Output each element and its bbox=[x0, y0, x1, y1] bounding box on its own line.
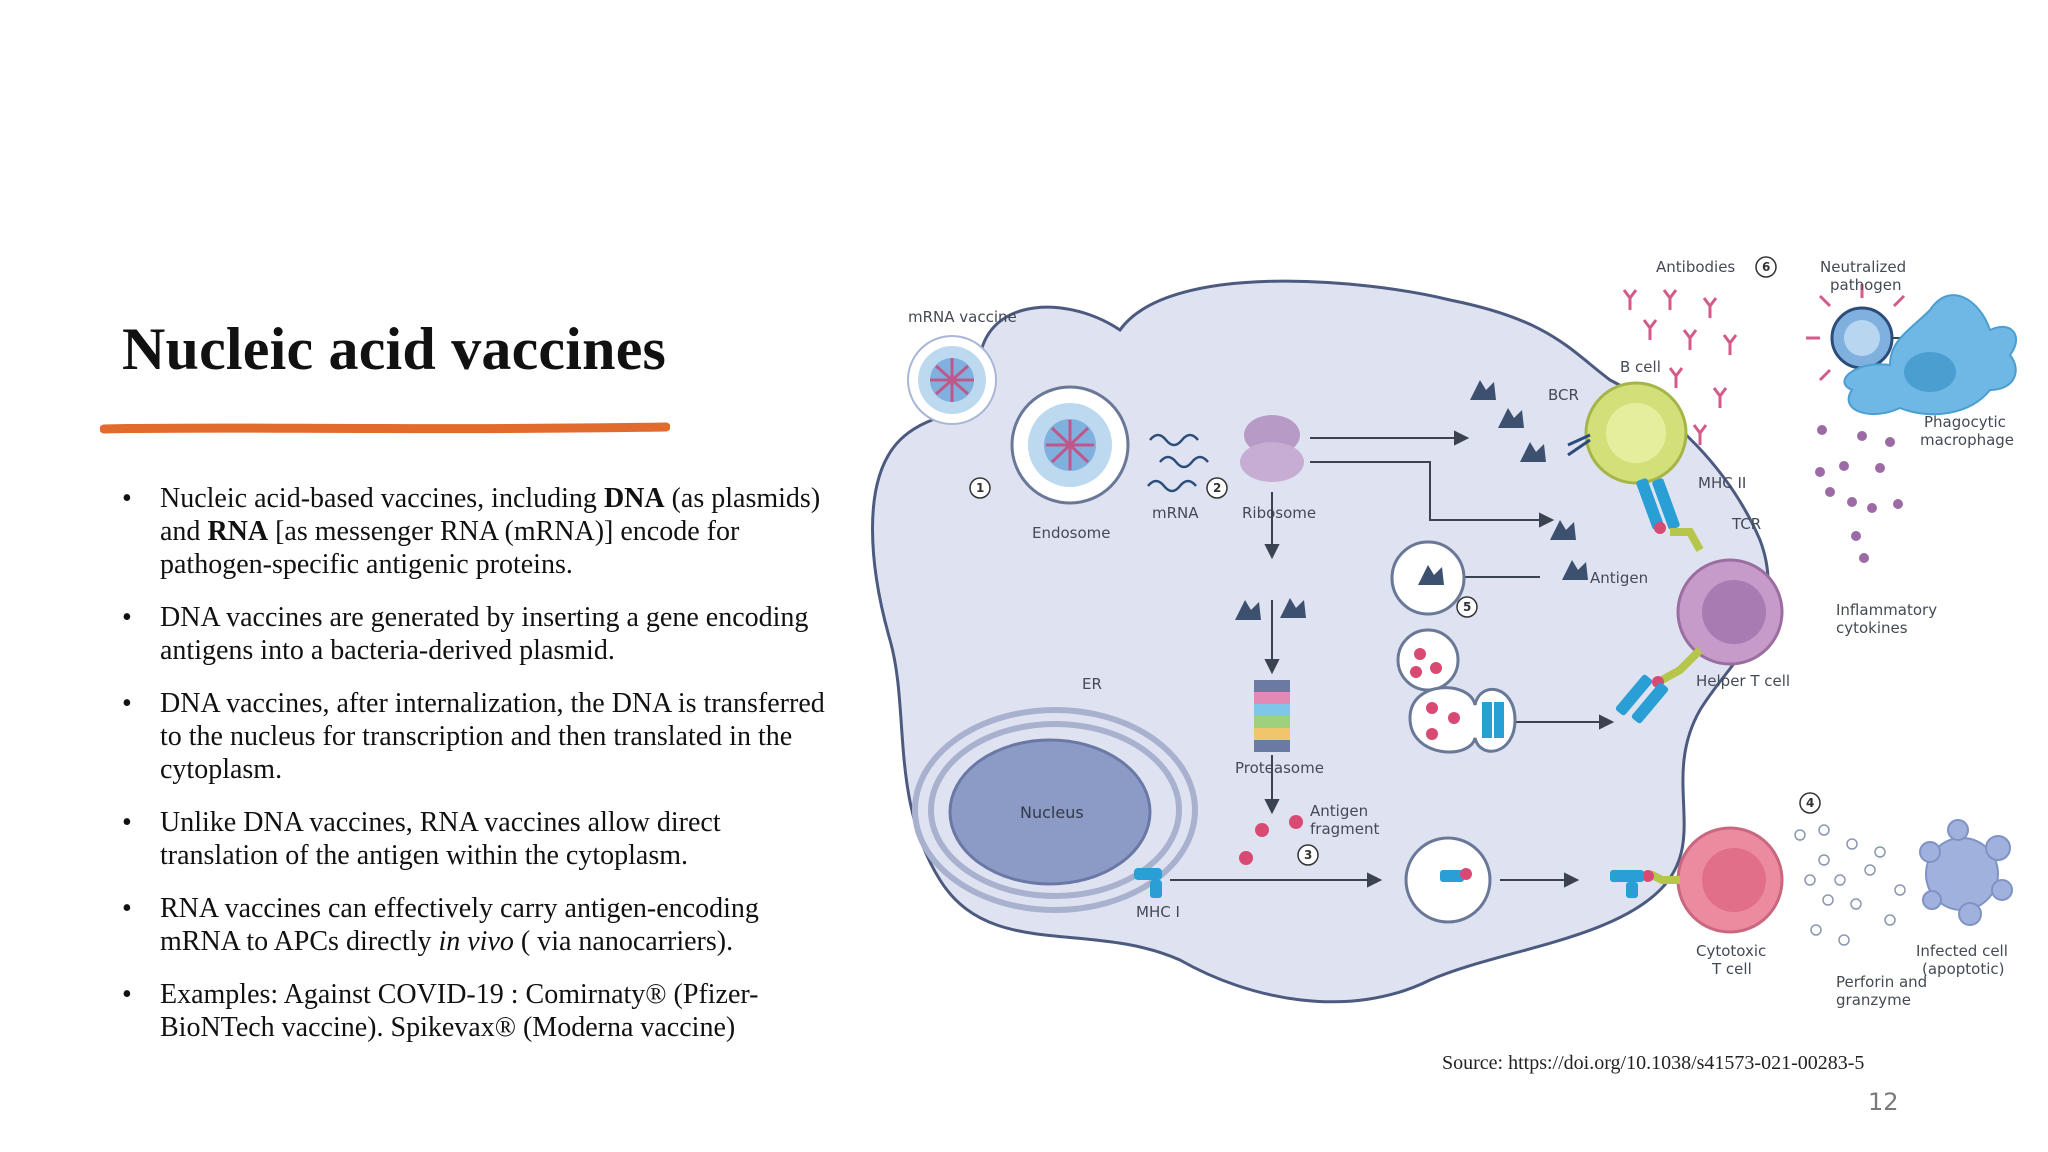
label-neutralized-2: pathogen bbox=[1830, 276, 1902, 294]
bullet-marker: • bbox=[122, 807, 132, 838]
bullet-marker: • bbox=[122, 483, 132, 514]
bullet-item: • DNA vaccines are generated by inserting… bbox=[122, 601, 842, 667]
antibodies bbox=[1622, 289, 1738, 445]
bullet-text: RNA vaccines can effectively carry antig… bbox=[160, 893, 759, 957]
bullet-marker: • bbox=[122, 893, 132, 924]
step-3: 3 bbox=[1304, 848, 1312, 862]
label-macrophage-2: macrophage bbox=[1920, 431, 2014, 449]
step-4: 4 bbox=[1806, 796, 1814, 810]
cytotoxic-tcr-mhc bbox=[1610, 870, 1680, 898]
bullet-text: DNA vaccines are generated by inserting … bbox=[160, 602, 809, 666]
bullet-text: ( via nanocarriers). bbox=[513, 926, 734, 957]
antigen-fragments bbox=[1239, 815, 1303, 865]
bullet-text: DNA bbox=[603, 483, 665, 514]
bullet-marker: • bbox=[122, 602, 132, 633]
bullet-text: Examples: Against COVID-19 : Comirnaty® … bbox=[160, 979, 759, 1043]
label-bcr: BCR bbox=[1548, 386, 1579, 404]
label-proteasome: Proteasome bbox=[1235, 759, 1324, 777]
label-mhc1: MHC I bbox=[1136, 903, 1180, 921]
label-infected-1: Infected cell bbox=[1916, 942, 2008, 960]
label-tcr: TCR bbox=[1731, 515, 1761, 533]
mhc2-tcr-complex bbox=[1636, 478, 1704, 552]
source-citation: Source: https://doi.org/10.1038/s41573-0… bbox=[1442, 1052, 1865, 1074]
vesicles bbox=[1390, 540, 1517, 924]
bullet-text: RNA bbox=[207, 516, 269, 547]
infected-cell-apoptotic bbox=[1919, 819, 2013, 926]
label-er: ER bbox=[1082, 675, 1102, 693]
endosome bbox=[1010, 385, 1130, 505]
label-b-cell: B cell bbox=[1620, 358, 1661, 376]
step-5: 5 bbox=[1463, 600, 1471, 614]
bullet-marker: • bbox=[122, 979, 132, 1010]
bullet-text: Nucleic acid-based vaccines, including bbox=[160, 483, 604, 514]
label-antigen-fragment-1: Antigen bbox=[1310, 802, 1368, 820]
label-cytokines-1: Inflammatory bbox=[1836, 601, 1937, 619]
label-infected-2: (apoptotic) bbox=[1922, 960, 2004, 978]
proteasome bbox=[1254, 680, 1290, 752]
bullet-text: [as messenger RNA (mRNA)] encode for pat… bbox=[160, 516, 740, 580]
surface-antigens bbox=[1470, 380, 1588, 580]
label-antibodies: Antibodies bbox=[1656, 258, 1735, 276]
bullet-text: in vivo bbox=[438, 926, 514, 957]
bcr-receptor bbox=[1567, 433, 1591, 457]
mrna-vaccine-particle bbox=[907, 335, 997, 425]
title-underline bbox=[100, 422, 670, 434]
bullet-item: •Nucleic acid-based vaccines, including … bbox=[122, 482, 842, 581]
label-endosome: Endosome bbox=[1032, 524, 1111, 542]
bullet-text: DNA vaccines, after internalization, the… bbox=[160, 688, 825, 785]
label-cytotoxic-2: T cell bbox=[1711, 960, 1752, 978]
helper-tcr-mhc bbox=[1615, 647, 1703, 724]
bullet-marker: • bbox=[122, 688, 132, 719]
step-2: 2 bbox=[1213, 481, 1221, 495]
page-number: 12 bbox=[1868, 1088, 1899, 1116]
ribosome bbox=[1240, 415, 1304, 482]
label-cytotoxic-1: Cytotoxic bbox=[1696, 942, 1766, 960]
bullet-text: Unlike DNA vaccines, RNA vaccines allow … bbox=[160, 807, 721, 871]
label-mrna: mRNA bbox=[1152, 504, 1199, 522]
label-macrophage-1: Phagocytic bbox=[1924, 413, 2006, 431]
step-6: 6 bbox=[1762, 260, 1770, 274]
label-mhc2: MHC II bbox=[1698, 474, 1746, 492]
slide-title: Nucleic acid vaccines bbox=[122, 316, 667, 382]
label-cytokines-2: cytokines bbox=[1836, 619, 1908, 637]
label-perforin-1: Perforin and bbox=[1836, 973, 1927, 991]
label-mrna-vaccine: mRNA vaccine bbox=[908, 308, 1017, 326]
label-helper-t-cell: Helper T cell bbox=[1696, 672, 1790, 690]
bullet-item: • DNA vaccines, after internalization, th… bbox=[122, 687, 842, 786]
inflammatory-cytokines bbox=[1815, 425, 1903, 563]
label-ribosome: Ribosome bbox=[1242, 504, 1316, 522]
step-1: 1 bbox=[976, 481, 984, 495]
bullet-item: • Unlike DNA vaccines, RNA vaccines allow… bbox=[122, 806, 842, 872]
mhc1-molecule bbox=[1134, 868, 1162, 898]
mrna-strands bbox=[1147, 433, 1209, 493]
nucleus bbox=[948, 738, 1152, 886]
bullet-item: • Examples: Against COVID-19 : Comirnaty®… bbox=[122, 978, 842, 1044]
perforin-granzyme bbox=[1794, 824, 1906, 946]
bullet-list: •Nucleic acid-based vaccines, including … bbox=[122, 482, 842, 1064]
endoplasmic-reticulum bbox=[912, 707, 1198, 913]
bullet-item: • RNA vaccines can effectively carry anti… bbox=[122, 892, 842, 958]
label-perforin-2: granzyme bbox=[1836, 991, 1911, 1009]
cytoplasm-antigens bbox=[1235, 598, 1306, 620]
label-nucleus: Nucleus bbox=[1020, 803, 1084, 822]
bullet-text: (as plasmids) and bbox=[160, 483, 821, 547]
label-antigen: Antigen bbox=[1590, 569, 1648, 587]
label-neutralized-1: Neutralized bbox=[1820, 258, 1906, 276]
label-antigen-fragment-2: fragment bbox=[1310, 820, 1380, 838]
vaccine-mechanism-diagram: mRNA vaccine Endosome 1 mRNA 2 Ribosome bbox=[871, 256, 2017, 1009]
